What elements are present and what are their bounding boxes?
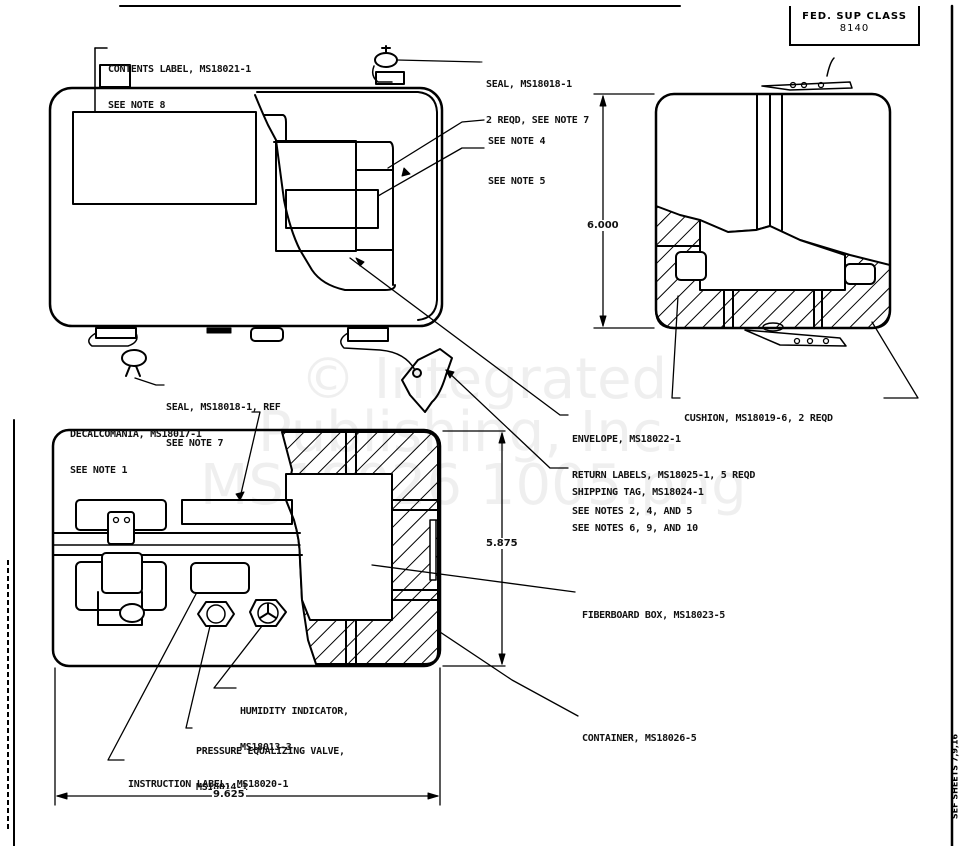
humidity-indicator <box>249 599 287 627</box>
end-view-latch-top <box>761 57 853 91</box>
callout-see-note-4: SEE NOTE 4 <box>488 112 546 160</box>
hinge-left <box>95 327 137 339</box>
leader-decalcomania <box>239 411 261 499</box>
envelope-in-cutaway <box>275 140 357 252</box>
plan-view <box>51 428 506 806</box>
callout-line: MS18013-3 <box>240 742 292 753</box>
left-margin-scan-text <box>7 560 9 830</box>
callout-line: ENVELOPE, MS18022-1 <box>572 434 681 445</box>
instruction-label-area <box>190 562 250 594</box>
callout-line: SEE NOTE 8 <box>108 100 166 111</box>
callout-line: SHIPPING TAG, MS18024-1 <box>572 487 704 498</box>
cutaway-break-line <box>254 94 396 291</box>
seal-left <box>121 349 147 367</box>
callout-instruction-label: INSTRUCTION LABEL, MS18020-1 <box>128 755 288 803</box>
callout-line: HUMIDITY INDICATOR, <box>240 706 349 717</box>
contents-label-tab <box>99 64 131 88</box>
leader-envelope <box>349 257 569 416</box>
callout-line: CONTENTS LABEL, MS18021-1 <box>108 64 252 75</box>
leader-pressure-valve <box>185 625 211 729</box>
dimension-height-plan-view: 5.875 <box>485 538 519 549</box>
hinge-top <box>375 71 405 85</box>
callout-line: SEE NOTE 4 <box>488 136 546 147</box>
callout-line: RETURN LABELS, MS18025-1, 5 REQD <box>572 470 756 481</box>
callout-line: MS18014-1 <box>196 782 248 793</box>
leader-instruction-label <box>107 593 197 761</box>
callout-line: SEE NOTE 1 <box>70 465 128 476</box>
leader-seal-ref <box>134 377 165 386</box>
seal-top <box>374 52 398 68</box>
return-labels-stack <box>285 189 379 229</box>
federal-supply-class-block: FED. SUP CLASS 8140 <box>789 6 920 46</box>
callout-line: 2 REQD, SEE NOTE 7 <box>486 115 589 126</box>
hinge-right <box>347 327 389 342</box>
leader-seal-top <box>396 59 481 63</box>
shipping-tag-eyelet <box>412 368 422 378</box>
callout-fiberboard-box: FIBERBOARD BOX, MS18023-5 <box>582 586 725 634</box>
fsc-value: 8140 <box>839 23 870 34</box>
leader-note-4 <box>387 119 485 169</box>
decalcomania-area <box>181 499 293 525</box>
callout-contents-label: CONTENTS LABEL, MS18021-1 SEE NOTE 8 <box>108 40 251 124</box>
callout-seal-top: SEAL, MS18018-1 2 REQD, SEE NOTE 7 <box>486 55 589 139</box>
leader-fiberboard <box>371 564 576 593</box>
callout-container: CONTAINER, MS18026-5 <box>582 709 697 757</box>
callout-line: CONTAINER, MS18026-5 <box>582 733 697 744</box>
contents-label-area <box>72 111 257 205</box>
callout-line: PRESSURE EQUALIZING VALVE, <box>196 746 345 757</box>
watermark-line-1: © Integrated <box>300 347 668 412</box>
end-view-latch-bottom <box>744 322 847 347</box>
fiberboard-cavity <box>699 219 846 291</box>
callout-pressure-valve: PRESSURE EQUALIZING VALVE, MS18014-1 <box>196 722 345 806</box>
dimension-width-plan-view: 9.625 <box>212 789 246 800</box>
callout-line: SEAL, MS18018-1 <box>486 79 572 90</box>
leader-shipping-tag <box>445 369 569 469</box>
valve-stub <box>250 327 284 342</box>
callout-line: SEAL, MS18018-1, REF <box>166 402 281 413</box>
dimension-height-end-view: 6.000 <box>586 220 620 231</box>
leader-humidity <box>213 625 263 689</box>
plan-view-latch <box>107 511 135 545</box>
callout-line: FIBERBOARD BOX, MS18023-5 <box>582 610 726 621</box>
callout-line: SEE NOTE 5 <box>488 176 546 187</box>
top-view-container-outline <box>48 86 444 328</box>
end-view <box>593 57 919 399</box>
top-view <box>48 45 453 413</box>
callout-decalcomania: DECALCOMANIA, MS18017-1 SEE NOTE 1 <box>70 405 202 489</box>
latch-center <box>206 327 232 334</box>
callout-cushion: CUSHION, MS18019-6, 2 REQD <box>684 389 833 437</box>
callout-line: INSTRUCTION LABEL, MS18020-1 <box>128 779 289 790</box>
callout-line: SEE NOTE 7 <box>166 438 224 449</box>
callout-line: SEE NOTES 6, 9, AND 10 <box>572 523 698 534</box>
callout-see-note-5: SEE NOTE 5 <box>488 152 546 200</box>
sheet-reference-text: SEF SHEETS 7,9,16 <box>950 733 960 820</box>
shipping-tag <box>401 348 453 413</box>
callout-shipping-tag: SHIPPING TAG, MS18024-1 SEE NOTES 6, 9, … <box>572 463 704 547</box>
callout-line: CUSHION, MS18019-6, 2 REQD <box>684 413 833 424</box>
top-view-lid-edge <box>256 91 438 321</box>
callout-line: SEE NOTES 2, 4, AND 5 <box>572 506 693 517</box>
leader-lines <box>107 59 579 761</box>
callout-humidity-indicator: HUMIDITY INDICATOR, MS18013-3 <box>240 682 349 766</box>
sheet-reference: SEF SHEETS 7,9,16 <box>945 722 965 842</box>
callout-envelope: ENVELOPE, MS18022-1 RETURN LABELS, MS180… <box>572 410 755 530</box>
plan-view-fiberboard <box>285 473 393 621</box>
leader-container <box>439 631 579 717</box>
leader-note-5 <box>377 147 485 197</box>
callout-line: DECALCOMANIA, MS18017-1 <box>70 429 202 440</box>
callout-seal-ref: SEAL, MS18018-1, REF SEE NOTE 7 <box>166 378 281 462</box>
plan-view-outline <box>51 428 442 668</box>
fsc-heading: FED. SUP CLASS <box>802 11 907 22</box>
pressure-equalizing-valve <box>197 601 235 627</box>
